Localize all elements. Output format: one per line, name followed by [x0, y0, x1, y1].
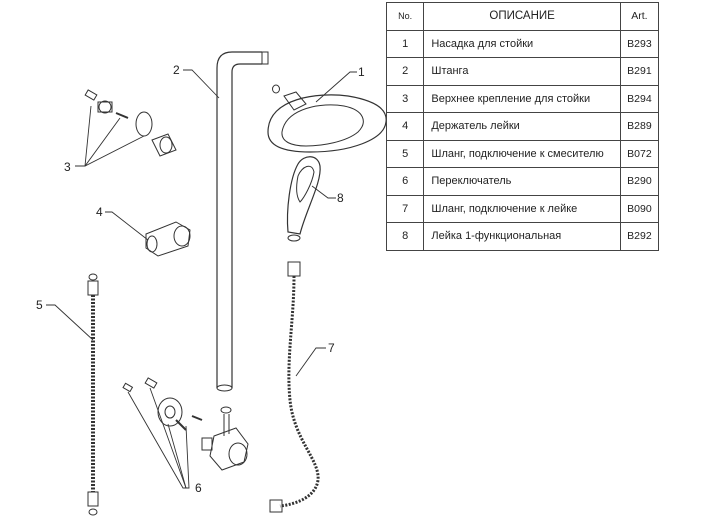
- callout-2: 2: [173, 63, 180, 77]
- top-wall-bracket: [84, 89, 177, 157]
- hand-shower-holder: [145, 221, 191, 257]
- row-art: B072: [619, 139, 660, 168]
- callout-7: 7: [328, 341, 335, 355]
- table-row: 5 Шланг, подключение к смесителю B072: [385, 139, 660, 168]
- row-no: 8: [385, 222, 425, 251]
- row-art: B293: [619, 29, 660, 58]
- row-no: 7: [385, 194, 425, 223]
- row-art: B291: [619, 57, 660, 86]
- table-row: 7 Шланг, подключение к лейке B090: [385, 194, 660, 223]
- row-description: Держатель лейки: [423, 112, 621, 141]
- riser-pipe: [216, 51, 280, 392]
- header-art: Art.: [619, 2, 660, 31]
- callout-3: 3: [64, 160, 71, 174]
- row-description: Верхнее крепление для стойки: [423, 84, 621, 113]
- shower-head: [267, 91, 387, 153]
- row-art: B090: [619, 194, 660, 223]
- row-description: Насадка для стойки: [423, 29, 621, 58]
- header-no: No.: [385, 2, 425, 31]
- callout-6: 6: [195, 481, 202, 495]
- callout-1: 1: [358, 65, 365, 79]
- row-art: B292: [619, 222, 660, 251]
- callout-8: 8: [337, 191, 344, 205]
- connection-hose: [87, 273, 99, 516]
- table-row: 4 Держатель лейки B289: [385, 112, 660, 141]
- row-art: B294: [619, 84, 660, 113]
- row-no: 5: [385, 139, 425, 168]
- diverter-assembly: [122, 377, 249, 471]
- table-row: 8 Лейка 1-функциональная B292: [385, 222, 660, 251]
- row-description: Переключатель: [423, 167, 621, 196]
- row-no: 3: [385, 84, 425, 113]
- table-row: 1 Насадка для стойки B293: [385, 29, 660, 58]
- row-description: Шланг, подключение к смесителю: [423, 139, 621, 168]
- table-row: 3 Верхнее крепление для стойки B294: [385, 84, 660, 113]
- row-no: 6: [385, 167, 425, 196]
- table-header-row: No. ОПИСАНИЕ Art.: [385, 2, 660, 31]
- header-description: ОПИСАНИЕ: [423, 2, 621, 31]
- row-no: 2: [385, 57, 425, 86]
- table-row: 6 Переключатель B290: [385, 167, 660, 196]
- row-no: 4: [385, 112, 425, 141]
- table-row: 2 Штанга B291: [385, 57, 660, 86]
- parts-table: No. ОПИСАНИЕ Art. 1 Насадка для стойки B…: [385, 2, 660, 251]
- row-no: 1: [385, 29, 425, 58]
- callout-5: 5: [36, 298, 43, 312]
- row-description: Лейка 1-функциональная: [423, 222, 621, 251]
- shower-hose: [269, 261, 320, 513]
- leader-lines: [46, 69, 357, 489]
- callout-4: 4: [96, 205, 103, 219]
- row-art: B289: [619, 112, 660, 141]
- hand-shower: [286, 156, 321, 242]
- row-art: B290: [619, 167, 660, 196]
- row-description: Шланг, подключение к лейке: [423, 194, 621, 223]
- row-description: Штанга: [423, 57, 621, 86]
